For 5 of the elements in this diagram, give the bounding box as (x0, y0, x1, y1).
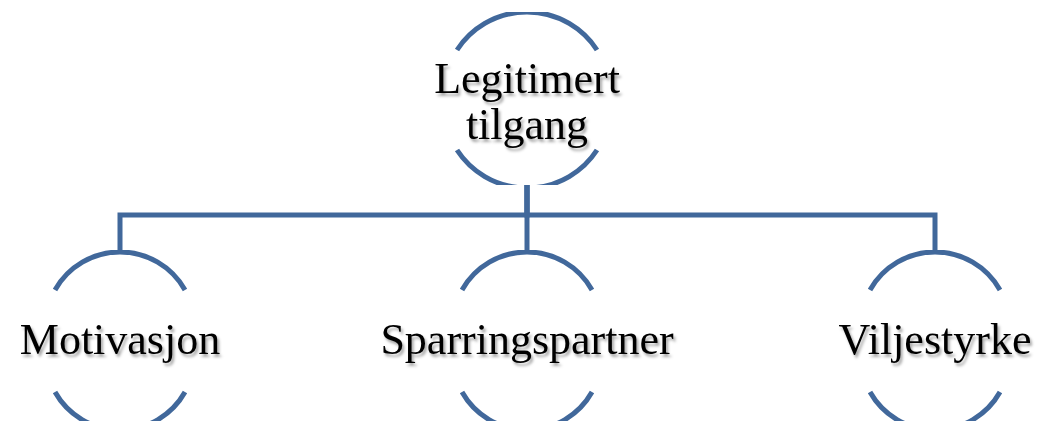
node-label: Sparringspartner (380, 317, 674, 363)
node-label: Motivasjon (19, 317, 221, 363)
connector-line (524, 185, 938, 250)
node-label: Legitimert tilgang (433, 56, 621, 148)
node-label: Viljestyrke (838, 317, 1032, 363)
